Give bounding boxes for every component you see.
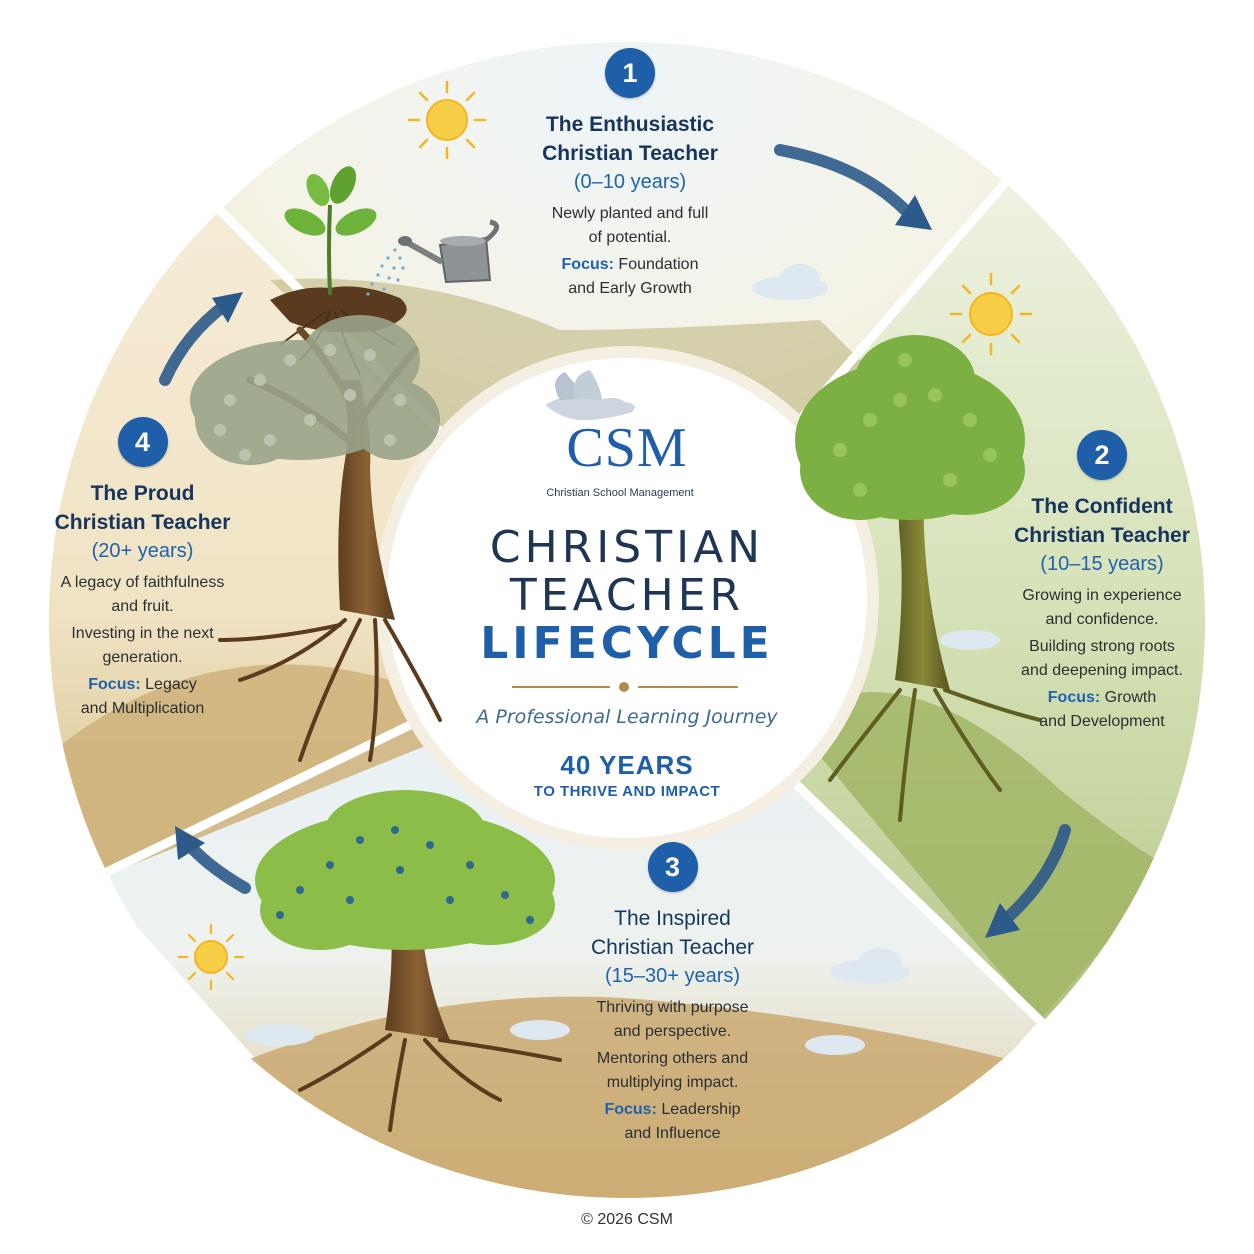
- mature-tree-illustration: [190, 315, 442, 762]
- copyright: © 2026 CSM: [581, 1211, 673, 1228]
- watering-can-icon: [366, 219, 499, 296]
- fruiting-tree-illustration: [255, 790, 562, 1132]
- sun-icon: [177, 923, 245, 991]
- stage-3-badge: 3: [647, 842, 698, 892]
- stage-4-years: (20+ years): [91, 540, 194, 562]
- title-line-2: TEACHER: [509, 570, 745, 621]
- tagline: A Professional Learning Journey: [476, 706, 778, 728]
- years-headline: 40 YEARS: [560, 750, 694, 780]
- sun-icon: [407, 80, 487, 160]
- sun-icon: [949, 272, 1033, 356]
- title-line-3: LIFECYCLE: [480, 618, 774, 669]
- young-tree-illustration: [795, 335, 1042, 822]
- csm-logo-text: CSM: [566, 417, 688, 479]
- csm-logo-subtitle: Christian School Management: [546, 487, 694, 499]
- dove-icon: [545, 370, 635, 421]
- stage-1-years: (0–10 years): [573, 171, 687, 193]
- years-subline: TO THRIVE AND IMPACT: [533, 783, 721, 800]
- stage-2-badge: 2: [1077, 430, 1127, 480]
- stage-2-years: (10–15 years): [1040, 553, 1164, 575]
- stage-3-years: (15–30+ years): [604, 965, 741, 987]
- title-line-1: CHRISTIAN: [489, 522, 765, 573]
- stage-1-badge: 1: [605, 48, 655, 98]
- stage-4-badge: 4: [117, 417, 168, 467]
